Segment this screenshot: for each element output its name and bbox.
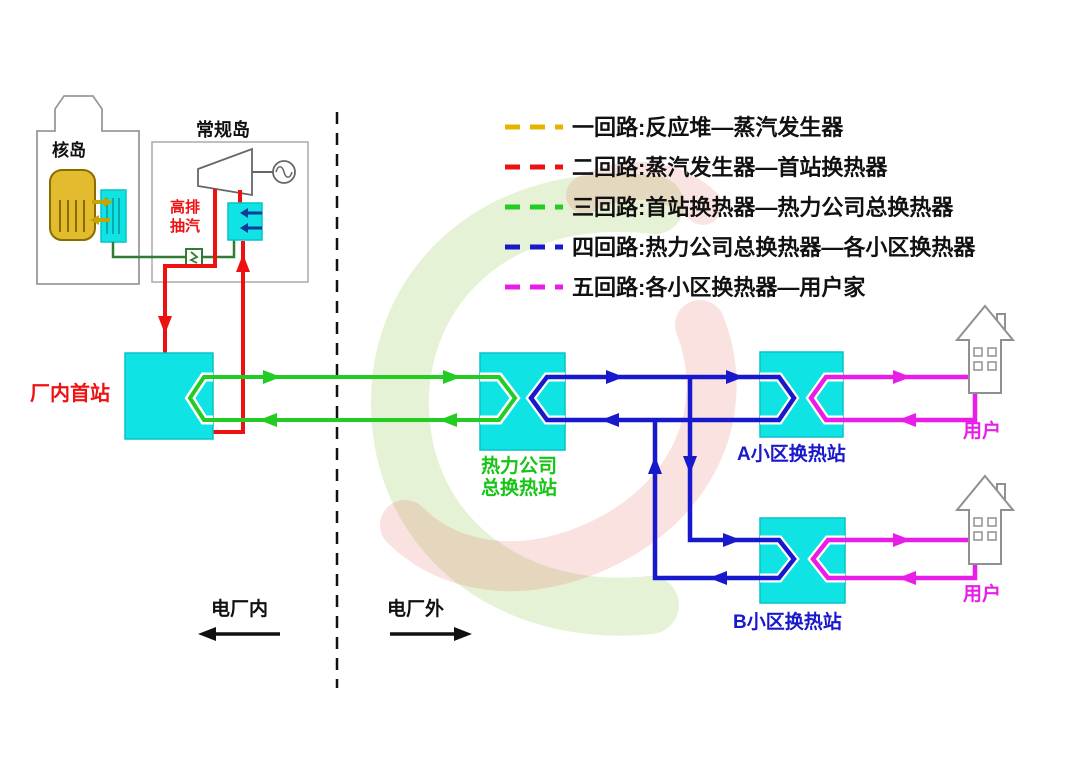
breaker-symbol <box>185 248 203 266</box>
station-b-box <box>759 517 846 604</box>
magenta-return-b <box>845 562 978 581</box>
magenta-flow-arrows <box>893 370 916 585</box>
magenta-supply-a <box>843 374 991 391</box>
green-chevrons <box>184 372 521 425</box>
outside-plant-label: 电厂外 <box>387 597 444 620</box>
outside-plant-arrow <box>390 627 472 641</box>
turbine-icon <box>197 147 273 197</box>
legend-label-loop4: 四回路:热力公司总换热器—各小区换热器 <box>572 235 976 260</box>
legend-label-loop5: 五回路:各小区换热器—用户家 <box>572 275 866 300</box>
user-b-label: 用户 <box>963 582 1001 605</box>
user-a-label: 用户 <box>963 419 1001 442</box>
green-flow-arrows <box>259 370 461 427</box>
extraction-label-line1: 高排 <box>170 198 200 216</box>
condensate-line <box>111 240 236 266</box>
red-pipe-supply <box>163 189 217 353</box>
watermark-logo <box>371 161 737 636</box>
station-a-label: A小区换热站 <box>737 442 846 465</box>
magenta-chevrons <box>805 372 845 583</box>
watermark-red-arc <box>566 161 722 225</box>
house-a-icon <box>954 304 1016 394</box>
reactor-vessel-icon <box>49 169 96 241</box>
inside-plant-label: 电厂内 <box>211 597 268 620</box>
legend: 一回路:反应堆—蒸汽发生器 二回路:蒸汽发生器—首站换热器 三回路:首站换热器—… <box>505 115 976 300</box>
magenta-supply-b <box>845 537 991 562</box>
main-station-label-line1: 热力公司 <box>481 454 557 477</box>
blue-chevrons <box>525 372 800 583</box>
first-station-label: 厂内首站 <box>30 381 110 405</box>
house-b-icon <box>954 474 1016 565</box>
watermark-red-swirl <box>380 300 737 592</box>
main-exchange-station-box <box>479 352 566 451</box>
generator-icon <box>272 160 296 184</box>
station-b-label: B小区换热站 <box>733 610 842 633</box>
inside-plant-arrow <box>198 627 280 641</box>
legend-label-loop2: 二回路:蒸汽发生器—首站换热器 <box>572 155 888 180</box>
red-arrow-up <box>236 254 250 272</box>
blue-flow-arrows <box>601 370 744 585</box>
primary-loop-arrows <box>90 197 113 225</box>
red-arrow-down <box>158 316 172 334</box>
first-station-box <box>124 352 214 440</box>
turbine-heat-exchanger-box <box>227 202 263 241</box>
nuclear-island-label: 核岛 <box>52 140 86 160</box>
legend-label-loop3: 三回路:首站换热器—热力公司总换热器 <box>572 195 954 220</box>
loop3-green-pipes <box>213 375 480 422</box>
magenta-return-a <box>843 391 978 423</box>
watermark-green-swirl <box>371 174 684 636</box>
main-station-label-line2: 总换热站 <box>481 476 557 499</box>
legend-label-loop1: 一回路:反应堆—蒸汽发生器 <box>572 115 844 140</box>
extraction-label-line2: 抽汽 <box>170 217 200 235</box>
loop5-magenta-pipes <box>843 374 991 581</box>
conventional-island-label: 常规岛 <box>196 119 250 140</box>
